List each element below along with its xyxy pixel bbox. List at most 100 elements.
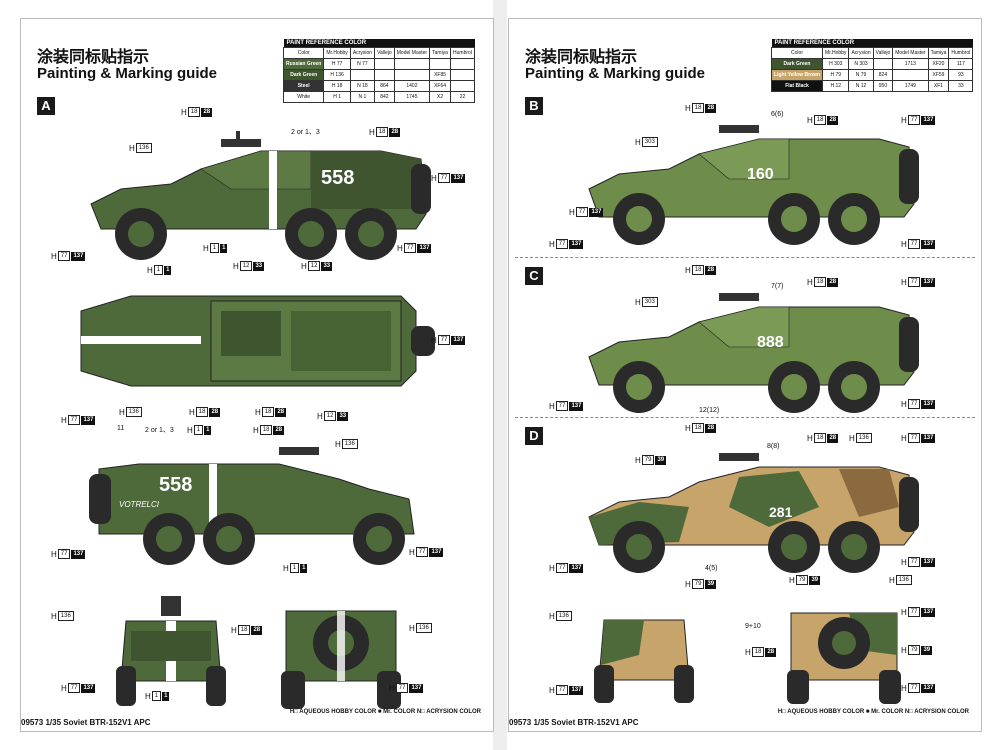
hull-number: 281	[769, 504, 793, 520]
table-header: PAINT REFERENCE COLOR	[283, 39, 475, 48]
color-legend: H□ AQUEOUS HOBBY COLOR ■ Mr. COLOR N□ AC…	[289, 709, 481, 715]
cell	[374, 58, 395, 70]
decal-note: 2 or 1、3	[291, 129, 320, 136]
cell: 864	[374, 80, 395, 92]
section-letter-a: A	[37, 97, 55, 115]
cell: H 136	[323, 69, 351, 81]
page-footer: 09573 1/35 Soviet BTR-152V1 APC	[509, 718, 639, 727]
vehicle-side-view-left: 558 VOTRELCI	[89, 447, 415, 565]
decal-note: 6(6)	[771, 111, 784, 118]
decal-note: 4(5)	[705, 565, 718, 572]
table-row: White H 1 N 1 842 1745 X2 22	[282, 91, 476, 103]
vehicle-d-rear-view	[787, 612, 901, 704]
cell: H 18	[323, 80, 351, 92]
vehicle-c-side-view: 888	[588, 293, 919, 413]
cell	[429, 58, 451, 70]
col-model-master: Model Master	[393, 47, 431, 59]
cell: 22	[449, 91, 476, 103]
cell: 1745	[393, 91, 431, 103]
table-row: Russian Green H 77 N 77	[282, 58, 476, 70]
col-color: Color	[282, 47, 325, 59]
decal-note: 11	[117, 425, 125, 432]
cell: 1402	[393, 80, 431, 92]
hull-number: 160	[747, 166, 774, 183]
cell: XF85	[429, 69, 451, 81]
table-row: Dark Green H 136 XF85	[282, 69, 476, 81]
cell	[374, 69, 395, 81]
cell	[349, 69, 376, 81]
cell: N 18	[349, 80, 376, 92]
cell: N 79	[848, 69, 874, 81]
page-footer: 09573 1/35 Soviet BTR-152V1 APC	[21, 718, 151, 727]
decal-note: 12(12)	[699, 407, 720, 414]
hull-number: 558	[159, 474, 192, 496]
col-acrysion: Acrysion	[848, 47, 874, 59]
left-page: 涂装同标贴指示 Painting & Marking guide PAINT R…	[20, 18, 494, 732]
section-letter-b: B	[525, 97, 543, 115]
cell: XF20	[927, 58, 950, 70]
page-title-english: Painting & Marking guide	[37, 65, 218, 82]
vehicle-b-side-view: 160	[588, 125, 919, 245]
cell: 117	[948, 58, 974, 70]
color-swatch: Dark Green	[282, 69, 325, 81]
col-acrysion: Acrysion	[349, 47, 376, 59]
cell: 33	[948, 80, 974, 92]
decal-note: 8(8)	[767, 443, 780, 450]
hull-number: 558	[321, 167, 354, 189]
cell: H 79	[822, 69, 850, 81]
vehicle-side-view-right: 558	[90, 131, 431, 260]
vehicle-top-view	[80, 295, 435, 387]
cell: N 1	[349, 91, 376, 103]
cell: H 77	[323, 58, 351, 70]
color-legend: H□ AQUEOUS HOBBY COLOR ■ Mr. COLOR N□ AC…	[777, 709, 969, 715]
col-tamiya: Tamiya	[927, 47, 950, 59]
cell: N 77	[349, 58, 376, 70]
page-title-chinese: 涂装同标贴指示	[37, 49, 150, 66]
cell: H 12	[822, 80, 850, 92]
cell	[393, 58, 431, 70]
cell: X2	[429, 91, 451, 103]
table-columns: Color Mr.Hobby Acrysion Vallejo Model Ma…	[770, 47, 974, 59]
color-swatch: Dark Green	[770, 58, 824, 70]
col-humbrol: Humbrol	[449, 47, 476, 59]
cell	[449, 58, 476, 70]
cell	[393, 69, 431, 81]
col-mrhobby: Mr.Hobby	[323, 47, 351, 59]
cell: 1713	[892, 58, 929, 70]
cell	[449, 80, 476, 92]
table-header: PAINT REFERENCE COLOR	[771, 39, 973, 48]
